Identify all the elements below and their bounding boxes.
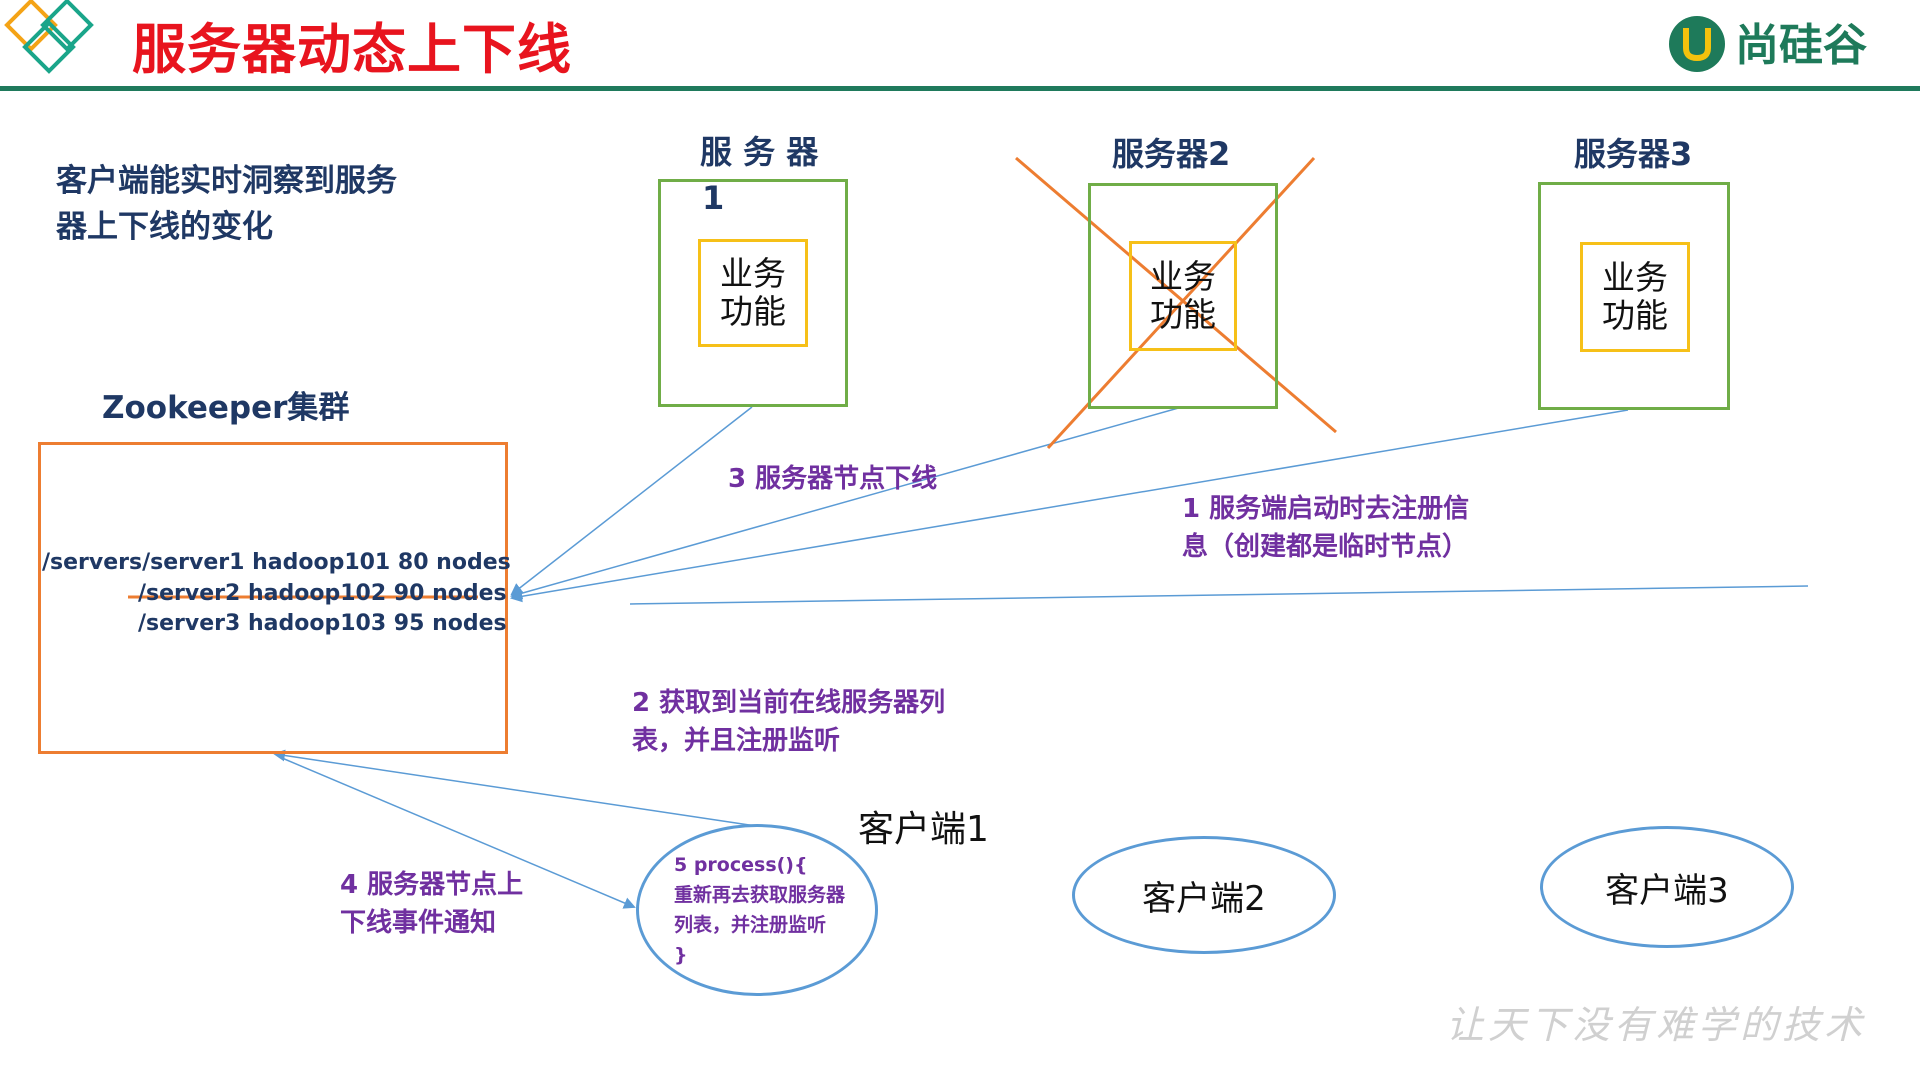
server1-label-line1: 服 务 器 [700, 133, 819, 171]
server1-function-box: 业务 功能 [698, 239, 808, 347]
server2-func-line2: 功能 [1150, 295, 1216, 334]
brand-u-logo-icon [1669, 16, 1725, 72]
server1-label: 服 务 器 [700, 132, 818, 172]
step4-note: 4 服务器节点上 下线事件通知 [340, 866, 523, 942]
server3-label: 服务器3 [1574, 135, 1693, 173]
server1-func-line2: 功能 [720, 292, 786, 331]
server3-func-line2: 功能 [1602, 296, 1668, 335]
server1-box [658, 179, 848, 407]
intro-line-1: 客户端能实时洞察到服务 [56, 163, 397, 199]
brand-diamond-icon [4, 0, 94, 74]
intro-text: 客户端能实时洞察到服务 器上下线的变化 [56, 158, 436, 250]
client1-process-line2: 重新再去获取服务器 [674, 884, 846, 906]
divider-line [629, 585, 1809, 605]
client2-label: 客户端2 [1142, 878, 1266, 919]
intro-line-2: 器上下线的变化 [56, 209, 273, 245]
arrow-zk-to-client1 [281, 757, 636, 909]
server1-func-line1: 业务 [720, 254, 786, 293]
client3-ellipse: 客户端3 [1540, 826, 1794, 948]
server2-label: 服务器2 [1112, 135, 1231, 173]
arrow-client1-to-zk [273, 749, 757, 827]
client2-ellipse: 客户端2 [1072, 836, 1336, 954]
server2-box [1088, 183, 1278, 409]
step1-note-line1: 1 服务端启动时去注册信 [1182, 494, 1470, 524]
server3-func-line1: 业务 [1602, 258, 1668, 297]
arrow-server1-to-zk [510, 406, 753, 596]
step4-note-line2: 下线事件通知 [340, 908, 497, 938]
step2-note-line2: 表，并且注册监听 [632, 726, 841, 756]
client3-label: 客户端3 [1605, 870, 1729, 911]
step2-note: 2 获取到当前在线服务器列 表，并且注册监听 [632, 684, 945, 760]
footer-slogan: 让天下没有难学的技术 [1446, 1003, 1867, 1047]
zookeeper-title: Zookeeper集群 [102, 390, 350, 426]
client1-process-line3: 列表，并注册监听 [674, 914, 827, 936]
offline-cross-icon [1015, 156, 1337, 450]
step1-note: 1 服务端启动时去注册信 息（创建都是临时节点） [1182, 490, 1469, 566]
client1-ellipse [636, 824, 878, 996]
server3-function-box: 业务 功能 [1580, 242, 1690, 352]
step4-note-line1: 4 服务器节点上 [340, 870, 524, 900]
client1-label: 客户端1 [858, 809, 989, 850]
arrow-server3-to-zk [510, 409, 1629, 603]
step1-note-line2: 息（创建都是临时节点） [1182, 532, 1469, 562]
server1-label-number: 1 [702, 179, 725, 217]
zk-node-server2: /server2 hadoop102 90 nodes [138, 581, 507, 606]
server2-func-line1: 业务 [1150, 257, 1216, 296]
zk-node-server1: /servers/server1 hadoop101 80 nodes [42, 550, 511, 575]
client1-process-line1: 5 process(){ [674, 854, 808, 876]
page-title: 服务器动态上下线 [132, 18, 572, 81]
client1-process-line4: } [674, 944, 688, 966]
server3-box [1538, 182, 1730, 410]
client1-process-text: 5 process(){ 重新再去获取服务器 列表，并注册监听 } [674, 850, 845, 970]
server2-function-box: 业务 功能 [1129, 241, 1237, 351]
step2-note-line1: 2 获取到当前在线服务器列 [632, 688, 946, 718]
arrow-server2-to-zk [510, 406, 1183, 600]
brand-logo-text: 尚硅谷 [1735, 20, 1867, 71]
step3-note: 3 服务器节点下线 [728, 464, 938, 494]
zk-node-server3: /server3 hadoop103 95 nodes [138, 611, 507, 636]
header-rule [0, 86, 1920, 91]
zookeeper-cluster-box [38, 442, 508, 754]
